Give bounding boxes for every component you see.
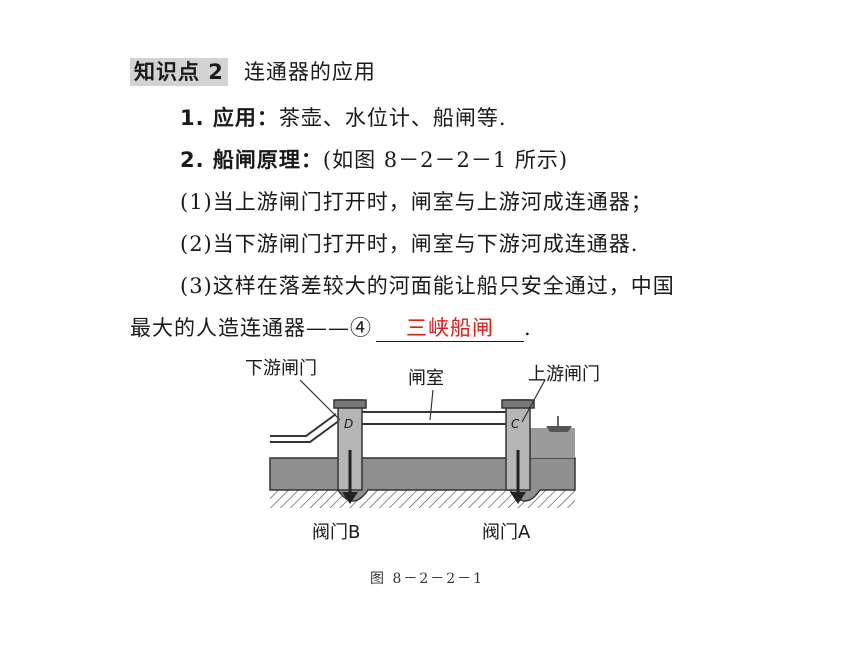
paragraph-item-3: (3)这样在落差较大的河面能让船只安全通过，中国 <box>180 274 675 298</box>
answer-blank: 三峡船闸 <box>376 315 524 342</box>
downstream-gate-leaf <box>270 419 341 443</box>
application-text: 茶壶、水位计、船闸等. <box>278 106 507 130</box>
paragraph-application: 1. 应用：茶壶、水位计、船闸等. <box>180 104 507 132</box>
valve-a-arrow <box>510 492 526 504</box>
label-lock-chamber: 闸室 <box>408 368 444 389</box>
section-header: 知识点 2 连通器的应用 <box>130 58 376 86</box>
section-label: 知识点 2 <box>130 58 228 86</box>
gate-tower-d-cap <box>333 399 367 409</box>
answer-suffix: . <box>524 316 532 340</box>
lock-principle-lead: 2. 船闸原理： <box>180 148 323 172</box>
answer-prefix: 最大的人造连通器——④ <box>130 316 372 340</box>
figure-caption: 图 8－2－2－1 <box>370 571 485 587</box>
paragraph-item-1: (1)当上游闸门打开时，闸室与上游河成连通器； <box>180 190 653 214</box>
lock-principle-text: (如图 8－2－2－1 所示) <box>322 148 569 172</box>
section-title: 连通器的应用 <box>243 60 376 84</box>
paragraph-lock-principle: 2. 船闸原理：(如图 8－2－2－1 所示) <box>180 146 568 174</box>
gate-tower-c-cap <box>501 399 535 409</box>
label-downstream-gate: 下游闸门 <box>245 358 317 379</box>
downstream-gate-leaf-2 <box>270 413 337 437</box>
label-letter-c: C <box>511 417 520 431</box>
leader-lock-chamber <box>429 389 434 421</box>
label-upstream-gate: 上游闸门 <box>528 364 600 385</box>
boat-icon <box>546 426 572 432</box>
valve-b-arrow <box>342 492 358 504</box>
application-lead: 1. 应用： <box>180 106 279 130</box>
label-valve-b: 阀门B <box>312 522 360 543</box>
leader-upstream-gate <box>521 379 546 423</box>
ship-lock-diagram: 下游闸门 闸室 上游闸门 D C 阀门B 阀门A <box>245 358 600 543</box>
leader-downstream-gate <box>299 379 341 421</box>
label-valve-a: 阀门A <box>482 522 531 543</box>
paragraph-item-2: (2)当下游闸门打开时，闸室与下游河成连通器. <box>180 232 639 256</box>
label-letter-d: D <box>344 417 353 431</box>
